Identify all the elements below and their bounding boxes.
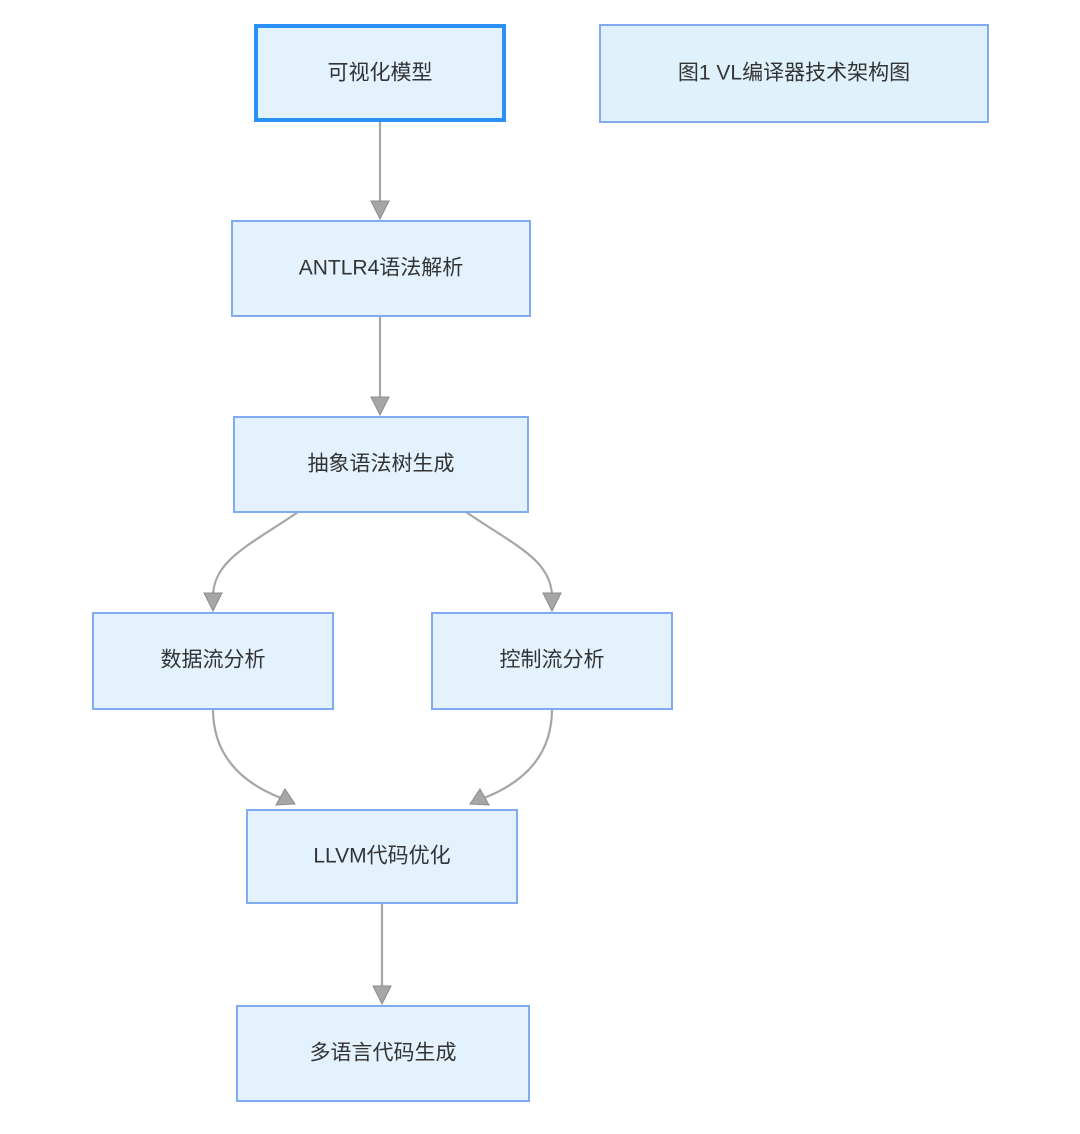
node-box[interactable]: [246, 809, 518, 904]
edge-llvm-to-codegen: [372, 903, 392, 1006]
node-ast-generation[interactable]: 抽象语法树生成: [233, 416, 529, 513]
node-antlr4-parse[interactable]: ANTLR4语法解析: [231, 220, 531, 317]
edge-dataflow-to-llvm: [211, 708, 296, 806]
node-llvm-optimization[interactable]: LLVM代码优化: [246, 809, 518, 904]
edge-line: [465, 511, 554, 598]
node-box[interactable]: [231, 220, 531, 317]
edge-line: [483, 708, 554, 800]
node-box[interactable]: [233, 416, 529, 513]
node-box[interactable]: [254, 24, 506, 122]
node-box[interactable]: [236, 1005, 530, 1102]
edge-layer: [203, 120, 562, 1006]
arrowhead-icon: [370, 396, 390, 417]
node-dataflow-analysis[interactable]: 数据流分析: [92, 612, 334, 710]
edge-ast-to-controlflow: [465, 511, 562, 613]
edge-visual-model-to-antlr4: [370, 120, 390, 221]
arrowhead-icon: [372, 985, 392, 1006]
edge-antlr4-to-ast: [370, 316, 390, 417]
arrowhead-icon: [469, 788, 490, 806]
arrowhead-icon: [275, 788, 296, 806]
edge-controlflow-to-llvm: [469, 708, 554, 806]
arrowhead-icon: [542, 592, 562, 613]
legend-box: [599, 24, 989, 123]
arrowhead-icon: [370, 200, 390, 221]
node-box[interactable]: [92, 612, 334, 710]
node-box[interactable]: [431, 612, 673, 710]
arrowhead-icon: [203, 592, 223, 613]
edge-ast-to-dataflow: [203, 511, 299, 613]
node-visual-model[interactable]: 可视化模型: [254, 24, 506, 122]
legend-caption: 图1 VL编译器技术架构图: [599, 24, 989, 123]
node-controlflow-analysis[interactable]: 控制流分析: [431, 612, 673, 710]
edge-line: [211, 708, 282, 800]
node-multilang-codegen[interactable]: 多语言代码生成: [236, 1005, 530, 1102]
edge-line: [211, 511, 299, 598]
